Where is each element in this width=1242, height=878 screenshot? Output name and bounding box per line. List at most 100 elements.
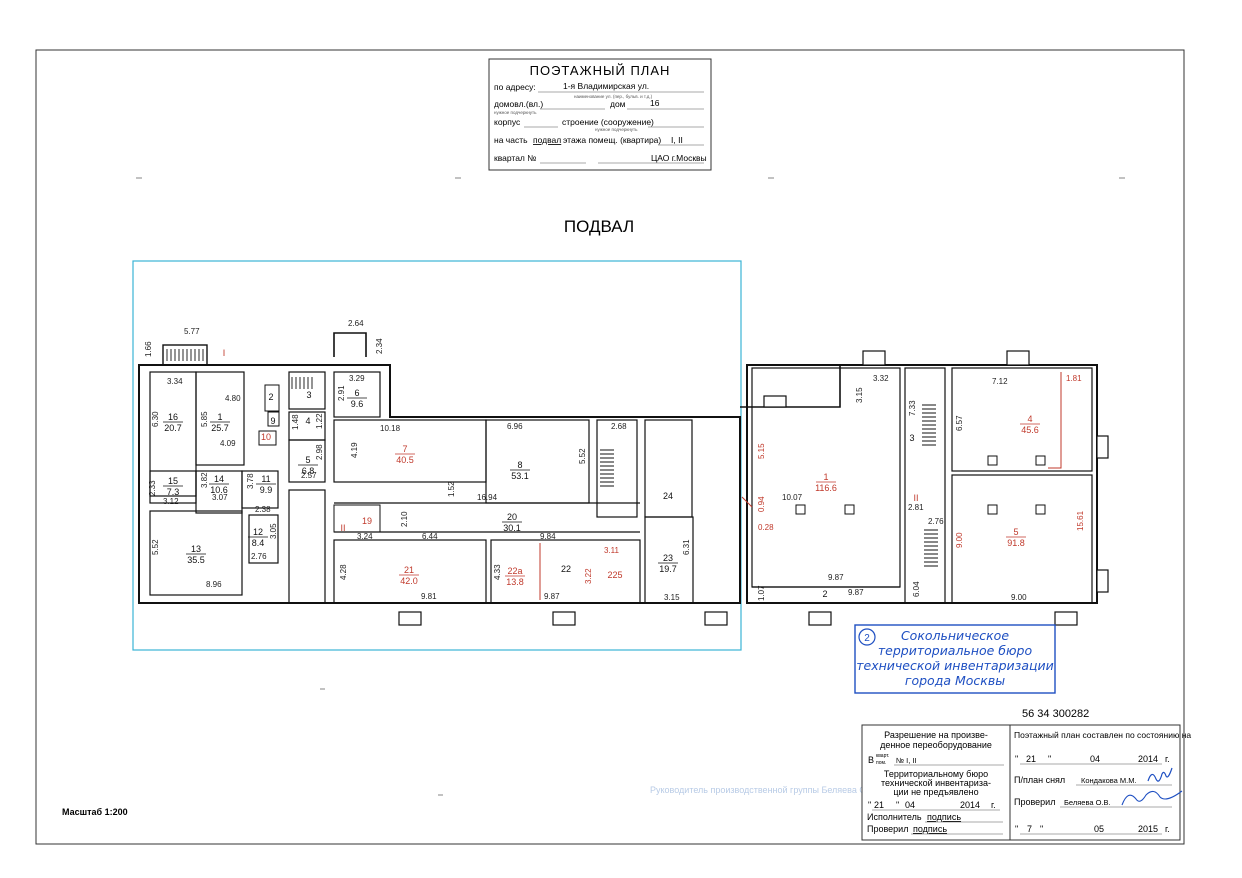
stairs-left	[166, 349, 614, 487]
dim: 2.76	[928, 517, 944, 526]
part-middle: этажа помещ. (квартира)	[563, 135, 661, 145]
stamp-line-3: технической инвентаризации	[856, 658, 1054, 673]
dim: 6.31	[682, 539, 691, 555]
dim: 5.52	[151, 539, 160, 555]
room-area: 30.1	[503, 523, 521, 533]
room-number: 14	[214, 474, 224, 484]
label-room-10: 10	[261, 432, 271, 442]
perm-rooms: № I, II	[896, 756, 917, 765]
perm-pom: пом.	[876, 760, 886, 766]
dim: 2.34	[375, 338, 384, 354]
part-prefix: на часть	[494, 135, 528, 145]
svg-text:": "	[1048, 754, 1051, 764]
room-number: 11	[261, 474, 270, 484]
dim: 4.80	[225, 394, 241, 403]
plan-checked-label: Проверил	[1014, 797, 1055, 807]
dim: 2.10	[400, 511, 409, 527]
perm-v: В	[868, 755, 874, 765]
house-label: домовл.(вл.)	[494, 99, 543, 109]
room-number: 16	[168, 412, 178, 422]
room-area: 9.9	[260, 485, 273, 495]
dim: 1.22	[315, 413, 324, 429]
dimension-labels: 5.77 1.66 3.34 6.30 5.85 4.80 4.09 2.33 …	[144, 319, 1085, 602]
label-room-225: 225	[607, 570, 622, 580]
room-number: 5	[305, 455, 310, 465]
perm-executor-label: Исполнитель	[867, 812, 922, 822]
room-area: 8.4	[252, 538, 265, 548]
room-label-r1a: 125.7	[210, 412, 230, 433]
wall-pads-left	[398, 395, 787, 626]
part-rooms: I, II	[671, 135, 683, 145]
svg-text:": "	[868, 800, 871, 810]
dim: 3.34	[167, 377, 183, 386]
dim: 5.85	[200, 411, 209, 427]
label-room-2: 2	[268, 392, 273, 402]
plan-date-month: 04	[1090, 754, 1100, 764]
dim: 3.24	[357, 532, 373, 541]
room-label-r4b: 445.6	[1020, 414, 1040, 435]
room-area: 13.8	[506, 577, 524, 587]
dim: 5.15	[757, 443, 766, 459]
room-number: 1	[823, 472, 828, 482]
dim: 1.52	[447, 481, 456, 497]
room-area: 9.6	[351, 399, 364, 409]
plan-date2-year: 2015	[1138, 824, 1158, 834]
dim: 6.44	[422, 532, 438, 541]
room-label-r15: 157.3	[163, 476, 183, 497]
dim: 7.33	[908, 400, 917, 416]
plan-taken-label: П/план снял	[1014, 775, 1065, 785]
dim: 4.19	[350, 442, 359, 458]
stamp-number: 2	[864, 633, 870, 644]
room-number: 12	[253, 527, 263, 537]
svg-text:": "	[1015, 754, 1018, 764]
plan-info-box: Поэтажный план составлен по состоянию на…	[1009, 724, 1191, 841]
dom-value: 16	[650, 98, 660, 108]
part-value: подвал	[533, 135, 561, 145]
dim: 3.05	[269, 523, 278, 539]
document-number: 56 34 300282	[1022, 708, 1089, 720]
header-box: ПОЭТАЖНЫЙ ПЛАН по адресу: 1-я Владимирск…	[488, 58, 712, 171]
plan-checked-value: Беляева О.В.	[1064, 798, 1111, 807]
address-label: по адресу:	[494, 82, 536, 92]
dim: 16.94	[477, 493, 498, 502]
room-number: 7	[402, 444, 407, 454]
dim: 10.07	[782, 493, 803, 502]
label-room-22: 22	[561, 564, 571, 574]
room-number: 1	[217, 412, 222, 422]
room-label-r5a: 56.8	[298, 455, 318, 476]
inventory-bureau-stamp: 2 Сокольническое территориальное бюро те…	[854, 624, 1056, 694]
signature-belyaeva	[1121, 790, 1183, 806]
stamp-line-2: территориальное бюро	[878, 643, 1033, 658]
dim: 10.18	[380, 424, 401, 433]
page-border	[35, 49, 1185, 845]
svg-text:": "	[896, 800, 899, 810]
dim: 4.28	[339, 564, 348, 580]
dim: 9.81	[421, 592, 437, 601]
dim: 5.77	[184, 327, 200, 336]
dim: 3.07	[212, 493, 228, 502]
dim: 9.00	[955, 532, 964, 548]
selection-frame	[132, 260, 742, 651]
dim: 6.30	[151, 411, 160, 427]
plan-date-year: 2014	[1138, 754, 1158, 764]
perm-executor-value: подпись	[927, 812, 961, 822]
dim: 3.15	[664, 593, 680, 602]
dim: 6.57	[955, 415, 964, 431]
house-hint: нужное подчеркнуть	[494, 110, 537, 115]
dim: 9.84	[540, 532, 556, 541]
floor-title: ПОДВАЛ	[564, 217, 634, 236]
room-number: 6	[354, 388, 359, 398]
label-room-19: 19	[362, 516, 372, 526]
address-hint: наименование ул. (пер., бульв. и т.д.)	[574, 94, 653, 99]
room-area: 91.8	[1007, 538, 1025, 548]
label-room-9: 9	[270, 416, 275, 426]
plan-info-title: Поэтажный план составлен по состоянию на	[1014, 730, 1191, 740]
room-area: 20.7	[164, 423, 182, 433]
label-room-3: 3	[306, 390, 311, 400]
plan-taken-value: Кондакова М.М.	[1081, 776, 1137, 785]
